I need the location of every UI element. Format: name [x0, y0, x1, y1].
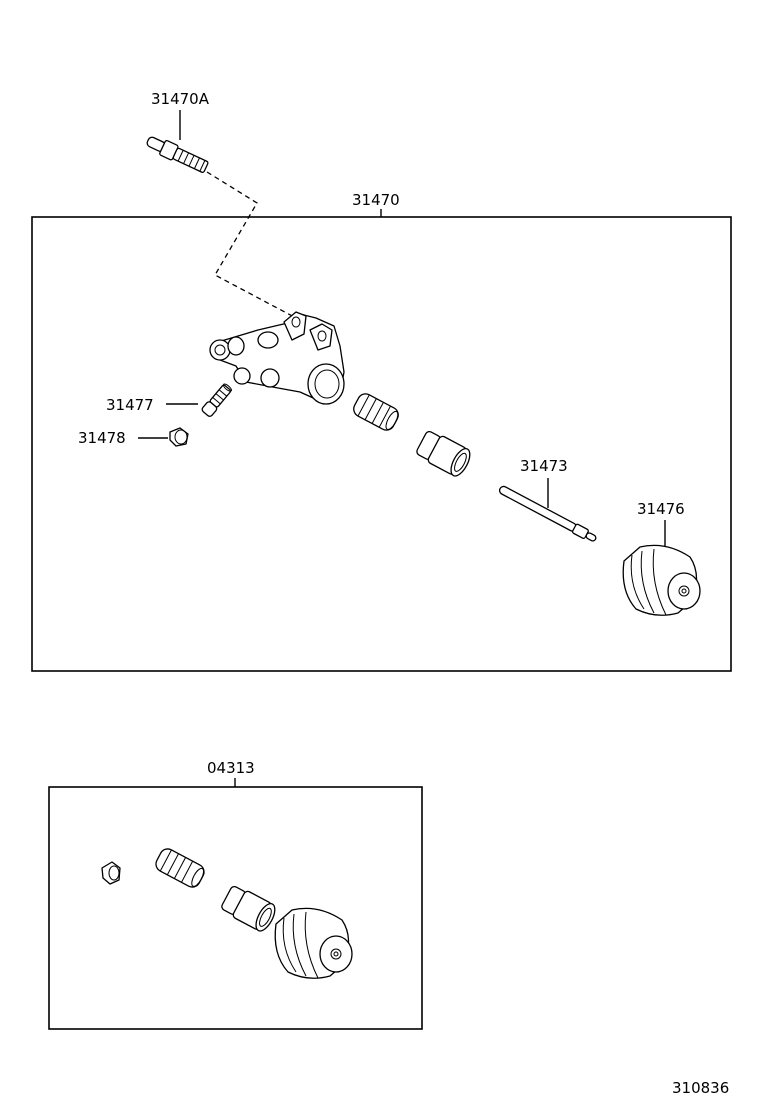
bleeder-dash-line: [206, 171, 297, 319]
screw-label: 31477: [106, 396, 154, 414]
push-rod-part: 31473: [498, 457, 597, 542]
kit-boot-part: [274, 907, 353, 979]
bleeder-screw-label: 31470A: [151, 90, 210, 108]
cap-label: 31478: [78, 429, 126, 447]
bleeder-screw-part: 31470A: [146, 90, 297, 319]
assembly-group: 31470: [31, 191, 732, 672]
figure-number: 310836: [672, 1079, 729, 1097]
screw-part: 31477: [106, 383, 232, 417]
kit-piston-part: [221, 885, 276, 932]
boot-part: 31476: [622, 500, 701, 616]
cylinder-body-part: [209, 311, 345, 405]
push-rod-label: 31473: [520, 457, 568, 475]
piston-part: [416, 430, 471, 477]
kit-cup-part: [155, 848, 205, 888]
kit-cap-part: [101, 861, 121, 885]
boot-label: 31476: [637, 500, 685, 518]
piston-cup-part: [353, 393, 399, 431]
assembly-frame: [31, 216, 732, 672]
assembly-label: 31470: [352, 191, 400, 209]
cap-part: 31478: [78, 427, 189, 447]
repair-kit-label: 04313: [207, 759, 255, 777]
repair-kit-group: 04313: [48, 759, 423, 1030]
